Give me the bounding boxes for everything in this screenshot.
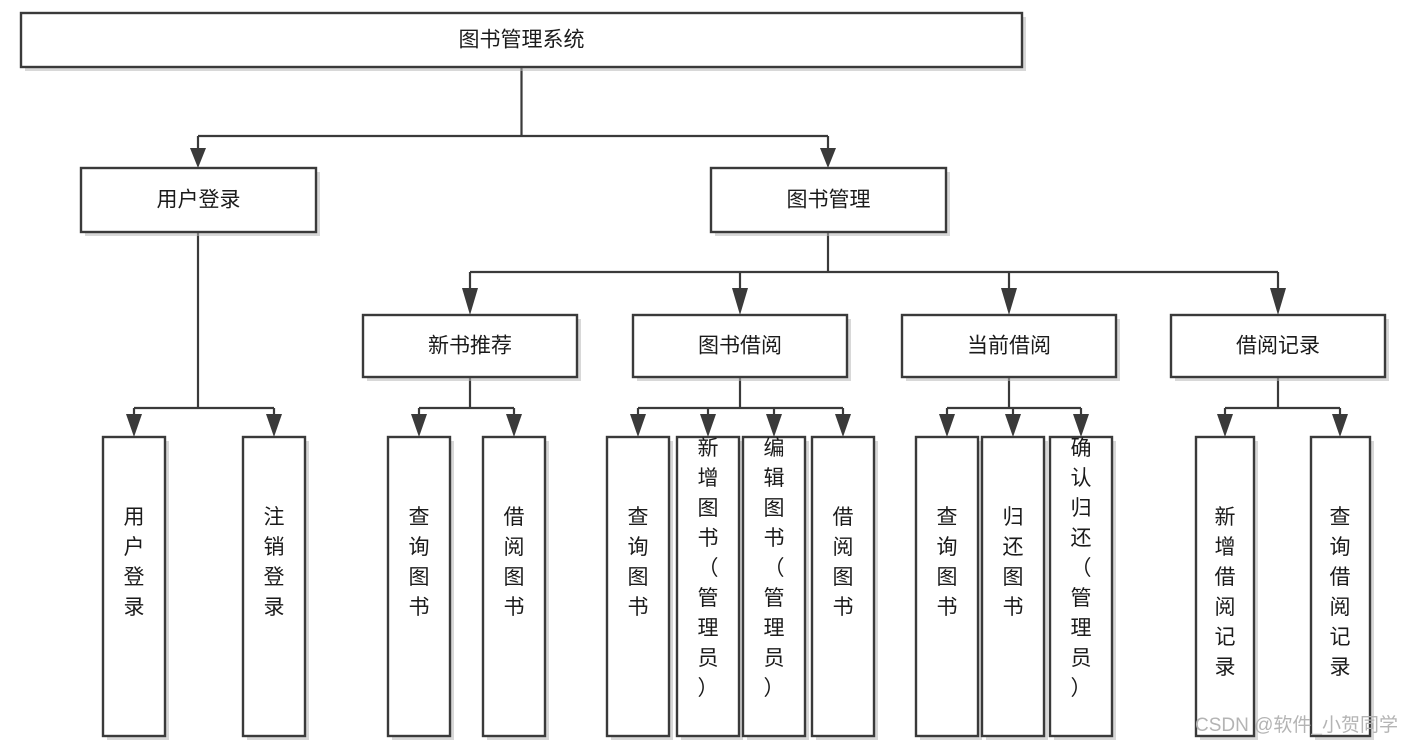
arrow-head-new-book-recommend xyxy=(462,288,478,315)
leaf-user-login-label: 用户登录 xyxy=(124,506,145,619)
arrow-head-leaf-query-book-1 xyxy=(411,414,427,437)
arrow-head-leaf-add-book xyxy=(700,414,716,437)
leaf-edit-book-label: 编辑图书（管理员） xyxy=(764,437,785,700)
leaf-query-record[interactable]: 查询借阅记录 xyxy=(1309,435,1374,740)
arrow-head-leaf-borrow-book-2 xyxy=(835,414,851,437)
leaf-query-book-2-label: 查询图书 xyxy=(628,506,649,619)
arrow-head-leaf-confirm-return xyxy=(1073,414,1089,437)
leaf-confirm-return[interactable]: 确认归还（管理员） xyxy=(1048,435,1116,740)
leaf-borrow-book-2-rect xyxy=(810,435,876,738)
node-user-login-rect xyxy=(79,166,318,234)
node-root[interactable]: 图书管理系统 xyxy=(19,11,1026,71)
leaf-user-login[interactable]: 用户登录 xyxy=(101,435,169,740)
leaf-query-book-1-label: 查询图书 xyxy=(409,506,430,619)
node-borrow-record-rect xyxy=(1169,313,1387,379)
leaf-query-book-3-label: 查询图书 xyxy=(937,506,958,619)
node-book-management[interactable]: 图书管理 xyxy=(709,166,950,236)
node-current-borrow[interactable]: 当前借阅 xyxy=(900,313,1120,381)
node-book-borrow[interactable]: 图书借阅 xyxy=(631,313,851,381)
leaf-return-book[interactable]: 归还图书 xyxy=(980,435,1048,740)
node-new-book-recommend-label: 新书推荐 xyxy=(428,335,512,358)
leaf-query-record-label: 查询借阅记录 xyxy=(1330,506,1351,679)
leaf-query-book-1-rect xyxy=(386,435,452,738)
node-user-login-label: 用户登录 xyxy=(157,189,241,212)
leaf-query-book-2[interactable]: 查询图书 xyxy=(605,435,673,740)
leaf-query-book-3[interactable]: 查询图书 xyxy=(914,435,982,740)
arrow-head-leaf-query-book-3 xyxy=(939,414,955,437)
leaf-borrow-book-2[interactable]: 借阅图书 xyxy=(810,435,878,740)
arrow-head-book-management xyxy=(820,148,836,168)
connector-layer xyxy=(126,67,1348,437)
leaf-edit-book-rect xyxy=(741,435,807,738)
leaf-query-record-rect xyxy=(1309,435,1372,738)
leaf-borrow-book-2-label: 借阅图书 xyxy=(833,506,854,619)
leaf-add-book-label: 新增图书（管理员） xyxy=(698,437,719,700)
leaf-logout[interactable]: 注销登录 xyxy=(241,435,309,740)
leaf-borrow-book-1[interactable]: 借阅图书 xyxy=(481,435,549,740)
leaf-borrow-book-1-label: 借阅图书 xyxy=(504,506,525,619)
node-user-login[interactable]: 用户登录 xyxy=(79,166,320,236)
leaf-add-record-label: 新增借阅记录 xyxy=(1215,506,1236,679)
node-current-borrow-rect xyxy=(900,313,1118,379)
leaf-query-book-2-rect xyxy=(605,435,671,738)
leaf-query-book-1[interactable]: 查询图书 xyxy=(386,435,454,740)
arrow-head-leaf-return-book xyxy=(1005,414,1021,437)
node-borrow-record-label: 借阅记录 xyxy=(1236,335,1320,358)
leaf-user-login-rect xyxy=(101,435,167,738)
node-current-borrow-label: 当前借阅 xyxy=(967,335,1051,358)
arrow-head-current-borrow xyxy=(1001,288,1017,315)
leaf-add-book[interactable]: 新增图书（管理员） xyxy=(675,435,743,740)
node-root-rect xyxy=(19,11,1024,69)
leaf-query-book-3-rect xyxy=(914,435,980,738)
arrow-head-book-borrow xyxy=(732,288,748,315)
leaf-confirm-return-rect xyxy=(1048,435,1114,738)
arrow-head-user-login xyxy=(190,148,206,168)
leaf-add-record[interactable]: 新增借阅记录 xyxy=(1194,435,1258,740)
arrow-head-leaf-borrow-book-1 xyxy=(506,414,522,437)
leaf-return-book-rect xyxy=(980,435,1046,738)
leaf-add-record-rect xyxy=(1194,435,1256,738)
node-borrow-record[interactable]: 借阅记录 xyxy=(1169,313,1389,381)
node-book-management-rect xyxy=(709,166,948,234)
leaf-confirm-return-label: 确认归还（管理员） xyxy=(1071,437,1092,700)
leaf-borrow-book-1-rect xyxy=(481,435,547,738)
arrow-head-leaf-add-record xyxy=(1217,414,1233,437)
csdn-watermark: CSDN @软件_小贺同学 xyxy=(1195,714,1398,736)
node-new-book-recommend[interactable]: 新书推荐 xyxy=(361,313,581,381)
arrow-head-leaf-query-book-2 xyxy=(630,414,646,437)
node-root-label: 图书管理系统 xyxy=(459,29,585,52)
leaf-logout-label: 注销登录 xyxy=(264,506,285,619)
arrow-head-leaf-edit-book xyxy=(766,414,782,437)
node-book-borrow-rect xyxy=(631,313,849,379)
leaf-logout-rect xyxy=(241,435,307,738)
node-new-book-recommend-rect xyxy=(361,313,579,379)
leaf-add-book-rect xyxy=(675,435,741,738)
arrow-head-leaf-user-login xyxy=(126,414,142,437)
leaf-edit-book[interactable]: 编辑图书（管理员） xyxy=(741,435,809,740)
arrow-head-leaf-query-record xyxy=(1332,414,1348,437)
arrow-head-borrow-record xyxy=(1270,288,1286,315)
leaf-return-book-label: 归还图书 xyxy=(1003,506,1024,619)
arrow-head-leaf-logout xyxy=(266,414,282,437)
node-book-management-label: 图书管理 xyxy=(787,189,871,212)
node-book-borrow-label: 图书借阅 xyxy=(698,335,782,358)
